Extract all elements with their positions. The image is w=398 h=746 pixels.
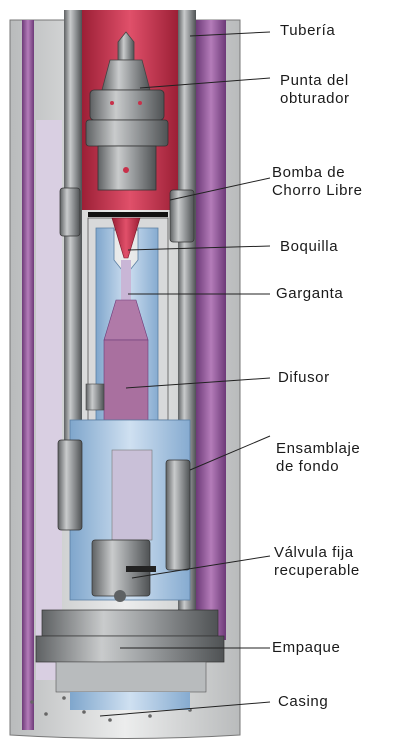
label-garganta-line-1: Garganta [276, 285, 343, 303]
label-difusor-line-1: Difusor [278, 369, 330, 387]
label-ensamblaje-de-fondo: Ensamblaje de fondo [276, 440, 360, 476]
label-punta-line-2: obturador [280, 90, 350, 108]
label-punta-line-1: Punta del [280, 72, 350, 90]
label-bomba-de-chorro-libre: Bomba de Chorro Libre [272, 164, 363, 200]
label-valvula-line-2: recuperable [274, 562, 360, 580]
label-garganta: Garganta [276, 285, 343, 303]
label-tuberia-line-1: Tubería [280, 22, 335, 40]
label-bomba-line-1: Bomba de [272, 164, 363, 182]
label-punta-del-obturador: Punta del obturador [280, 72, 350, 108]
label-casing-line-1: Casing [278, 693, 328, 711]
label-casing: Casing [278, 693, 328, 711]
label-ensamblaje-line-1: Ensamblaje [276, 440, 360, 458]
label-boquilla-line-1: Boquilla [280, 238, 338, 256]
label-difusor: Difusor [278, 369, 330, 387]
label-valvula-line-1: Válvula fija [274, 544, 360, 562]
label-empaque: Empaque [272, 639, 340, 657]
label-valvula-fija-recuperable: Válvula fija recuperable [274, 544, 360, 580]
label-ensamblaje-line-2: de fondo [276, 458, 360, 476]
standing-valve [92, 540, 156, 602]
label-boquilla: Boquilla [280, 238, 338, 256]
label-bomba-line-2: Chorro Libre [272, 182, 363, 200]
label-empaque-line-1: Empaque [272, 639, 340, 657]
label-tuberia: Tubería [280, 22, 335, 40]
